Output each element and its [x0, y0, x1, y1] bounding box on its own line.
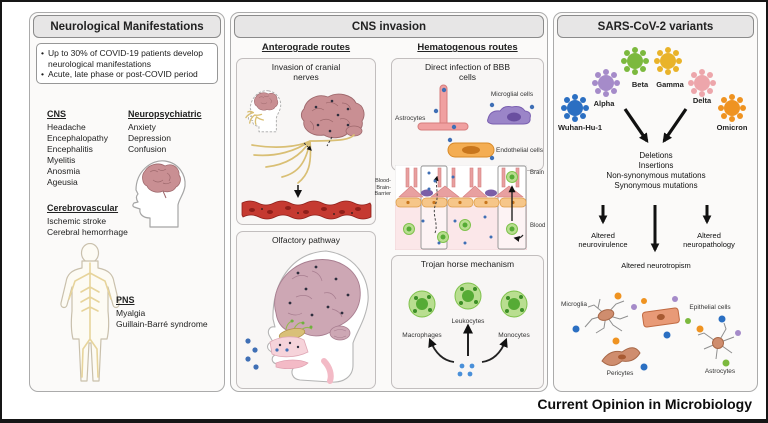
- macrophages-label: Macrophages: [402, 332, 442, 339]
- cranial-nerves-box: Invasion of cranial nerves: [236, 58, 376, 225]
- list-item: Guillain-Barré syndrome: [116, 319, 208, 329]
- variant-label: Wuhan-Hu-1: [557, 123, 603, 132]
- bullet-item: • Acute, late phase or post-COVID period: [41, 69, 212, 80]
- list-item: Confusion: [128, 144, 167, 154]
- variant-label: Alpha: [593, 99, 615, 108]
- bullet-icon: •: [41, 48, 44, 58]
- bullet-icon: •: [41, 69, 44, 79]
- olfactory-pathway-illustration: [245, 250, 369, 384]
- microglial-cells-label: Microglial cells: [490, 91, 534, 98]
- cerebrovascular-heading: Cerebrovascular: [47, 203, 119, 213]
- cns-heading: CNS: [47, 109, 67, 119]
- monocytes-label: Monocytes: [498, 332, 530, 339]
- bbb-strip-left-label: Blood- Brain- Barrier: [363, 178, 391, 198]
- bullet-text: Acute, late phase or post-COVID period: [48, 69, 198, 79]
- virus-icon: [694, 75, 710, 91]
- panel-cns-invasion: CNS invasion Anterograde routes Hematoge…: [230, 12, 548, 392]
- variant-label: Gamma: [656, 80, 684, 89]
- mutation-item: Non-synonymous mutations: [606, 171, 706, 180]
- list-item: Depression: [128, 133, 171, 143]
- outcome-neurotropism: Altered neurotropism: [621, 261, 691, 270]
- virus-icon: [660, 53, 676, 69]
- pns-heading: PNS: [116, 295, 135, 305]
- trojan-box-title: Trojan horse mechanism: [420, 259, 515, 269]
- head-profile-brain-icon: [132, 160, 186, 228]
- pns-symptom-list: PNS Myalgia Guillain-Barré syndrome: [116, 295, 208, 330]
- endothelial-cells-label: Endothelial cells: [496, 147, 543, 154]
- olfactory-box-title: Olfactory pathway: [271, 235, 341, 245]
- olfactory-pathway-box: Olfactory pathway: [236, 231, 376, 389]
- virus-icon: [627, 53, 643, 69]
- hematogenous-routes-heading: Hematogenous routes: [417, 42, 518, 53]
- list-item: Myelitis: [47, 155, 76, 165]
- panel-title: Neurological Manifestations: [33, 15, 221, 38]
- microglia-label: Microglia: [560, 301, 587, 308]
- variant-arrows: [598, 108, 712, 253]
- bbb-label-line: Brain-: [376, 184, 391, 191]
- cranial-box-title: Invasion of cranial nerves: [271, 62, 341, 82]
- list-item: Encephalitis: [47, 144, 93, 154]
- brain-side-label: Brain: [530, 170, 545, 176]
- list-item: Headache: [47, 122, 86, 132]
- anterograde-routes-heading: Anterograde routes: [261, 42, 351, 53]
- panel-neurological-manifestations: Neurological Manifestations • Up to 30% …: [29, 12, 225, 392]
- list-item: Anosmia: [47, 166, 81, 176]
- virus-icon: [567, 100, 583, 116]
- astrocytes-label: Astrocytes: [704, 368, 736, 375]
- bbb-label-line: Barrier: [374, 191, 391, 197]
- list-item: Ischemic stroke: [47, 216, 107, 226]
- variant-label: Beta: [631, 80, 649, 89]
- astrocytes-label: Astrocytes: [395, 115, 426, 122]
- outcome-neuropathology: Altered neuropathology: [683, 231, 735, 249]
- list-item: Encephalopathy: [47, 133, 108, 143]
- bullet-text: Up to 30% of COVID-19 patients develop n…: [48, 48, 203, 69]
- brain-cells-illustration: [572, 292, 741, 371]
- journal-caption: Current Opinion in Microbiology: [537, 396, 752, 412]
- list-item: Myalgia: [116, 308, 146, 318]
- bbb-cells-illustration: [417, 84, 535, 161]
- bbb-infection-box: Direct infection of BBB cells Astrocytes…: [391, 58, 544, 171]
- pericytes-label: Pericytes: [606, 370, 634, 377]
- key-facts-box: • Up to 30% of COVID-19 patients develop…: [36, 43, 218, 84]
- outcome-neurovirulence: Altered neurovirulence: [578, 231, 628, 249]
- trojan-horse-box: Trojan horse mechanism L: [391, 255, 544, 389]
- mutation-item: Synonymous mutations: [614, 181, 698, 190]
- bbb-box-title: Direct infection of BBB cells: [424, 62, 511, 82]
- mutation-item: Deletions: [639, 151, 673, 160]
- neuropsychiatric-heading: Neuropsychiatric: [128, 109, 202, 119]
- virus-icon: [724, 100, 740, 116]
- cerebrovascular-symptom-list: Cerebrovascular Ischemic stroke Cerebral…: [47, 203, 128, 238]
- bbb-cross-section-illustration: [395, 165, 527, 250]
- human-body-nervous-system-icon: [60, 243, 120, 382]
- panel-sars-cov-2-variants: SARS-CoV-2 variants Wuhan-Hu-1 Alpha Bet…: [553, 12, 758, 392]
- variant-label: Delta: [692, 96, 712, 105]
- panel-title: SARS-CoV-2 variants: [557, 15, 754, 38]
- panel-title: CNS invasion: [234, 15, 544, 38]
- mutation-item: Insertions: [638, 161, 674, 170]
- trojan-horse-illustration: [408, 282, 528, 377]
- bbb-label-line: Blood-: [375, 178, 391, 184]
- cns-symptom-list: CNS Headache Encephalopathy Encephalitis…: [47, 109, 108, 188]
- variant-label: Omicron: [716, 123, 748, 132]
- epithelial-cells-label: Epithelial cells: [689, 304, 731, 311]
- neuropsychiatric-symptom-list: Neuropsychiatric Anxiety Depression Conf…: [128, 109, 202, 155]
- list-item: Cerebral hemorrhage: [47, 227, 128, 237]
- bullet-item: • Up to 30% of COVID-19 patients develop…: [41, 48, 212, 69]
- mutation-types-list: Deletions Insertions Non-synonymous muta…: [578, 151, 734, 191]
- blood-side-label: Blood: [530, 223, 546, 229]
- leukocytes-label: Leukocytes: [451, 318, 485, 325]
- list-item: Anxiety: [128, 122, 156, 132]
- virus-icon: [598, 75, 614, 91]
- cranial-nerves-illustration: [241, 90, 372, 220]
- list-item: Ageusia: [47, 177, 78, 187]
